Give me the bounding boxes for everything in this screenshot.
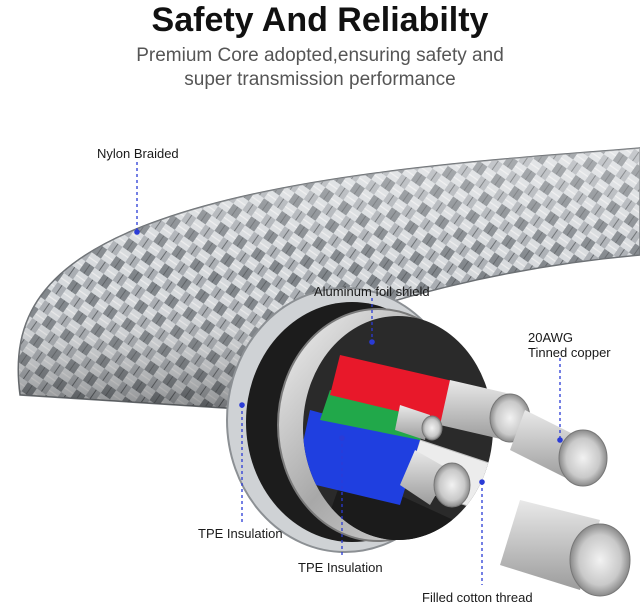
label-tinned-copper: Tinned copper [528, 345, 611, 360]
label-filled-cotton-thread: Filled cotton thread [422, 590, 533, 605]
nylon-braided-jacket [17, 147, 640, 411]
subtitle-line-2: super transmission performance [184, 69, 456, 90]
label-tpe-insulation-inner: TPE Insulation [298, 560, 383, 575]
copper-strand-bundles [395, 380, 631, 597]
label-tpe-insulation-outer: TPE Insulation [198, 526, 283, 541]
page-title: Safety And Reliabilty [151, 1, 489, 39]
pointer-lines [136, 162, 561, 585]
label-nylon-braided: Nylon Braided [97, 146, 179, 161]
subtitle: Premium Core adopted,ensuring safety and… [0, 44, 640, 92]
label-20awg: 20AWG [528, 330, 574, 345]
subtitle-line-1: Premium Core adopted,ensuring safety and [136, 45, 504, 66]
label-aluminum-foil-shield: Aluminum foil shield [314, 284, 430, 299]
pointer-dots [134, 229, 563, 485]
